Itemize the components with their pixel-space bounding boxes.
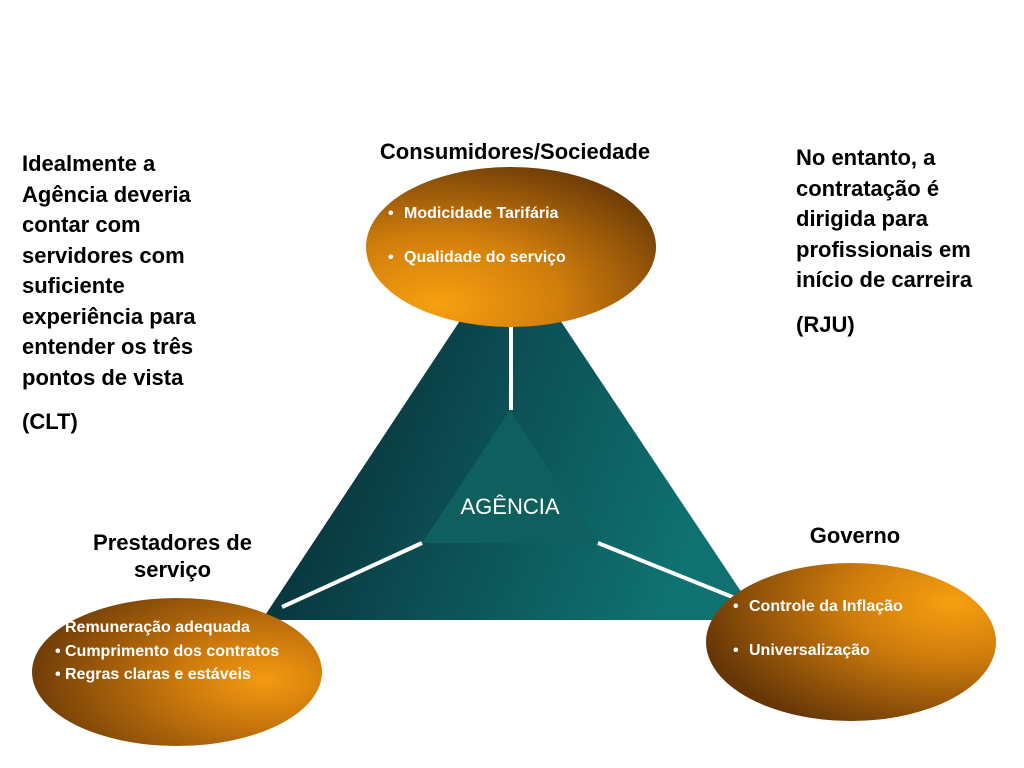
right-tag: (RJU)	[796, 311, 855, 337]
node-top-title: Consumidores/Sociedade	[379, 139, 651, 164]
center-label: AGÊNCIA	[460, 494, 560, 519]
right-paragraph: No entanto, a contratação é dirigida par…	[796, 145, 973, 292]
list-item: Regras claras e estáveis	[55, 663, 305, 687]
left-explanation: Idealmente a Agência deveria contar com …	[22, 149, 237, 452]
connector-left	[281, 541, 423, 609]
list-item: Remuneração adequada	[55, 616, 305, 640]
node-left-items: Remuneração adequada Cumprimento dos con…	[55, 616, 305, 687]
right-explanation: No entanto, a contratação é dirigida par…	[796, 143, 1011, 354]
left-tag: (CLT)	[22, 409, 78, 434]
node-left-title: Prestadores de serviço	[93, 530, 252, 582]
node-right-items: Controle da Inflação Universalização	[731, 598, 981, 686]
list-item: Qualidade do serviço	[386, 249, 636, 267]
connector-right	[597, 541, 736, 600]
list-item: Controle da Inflação	[731, 598, 981, 616]
list-item: Universalização	[731, 642, 981, 660]
list-item: Modicidade Tarifária	[386, 205, 636, 223]
inner-triangle	[422, 410, 598, 543]
list-item: Cumprimento dos contratos	[55, 640, 305, 664]
left-paragraph: Idealmente a Agência deveria contar com …	[22, 151, 196, 390]
node-right-title: Governo	[809, 523, 901, 548]
node-top-items: Modicidade Tarifária Qualidade do serviç…	[386, 205, 636, 293]
